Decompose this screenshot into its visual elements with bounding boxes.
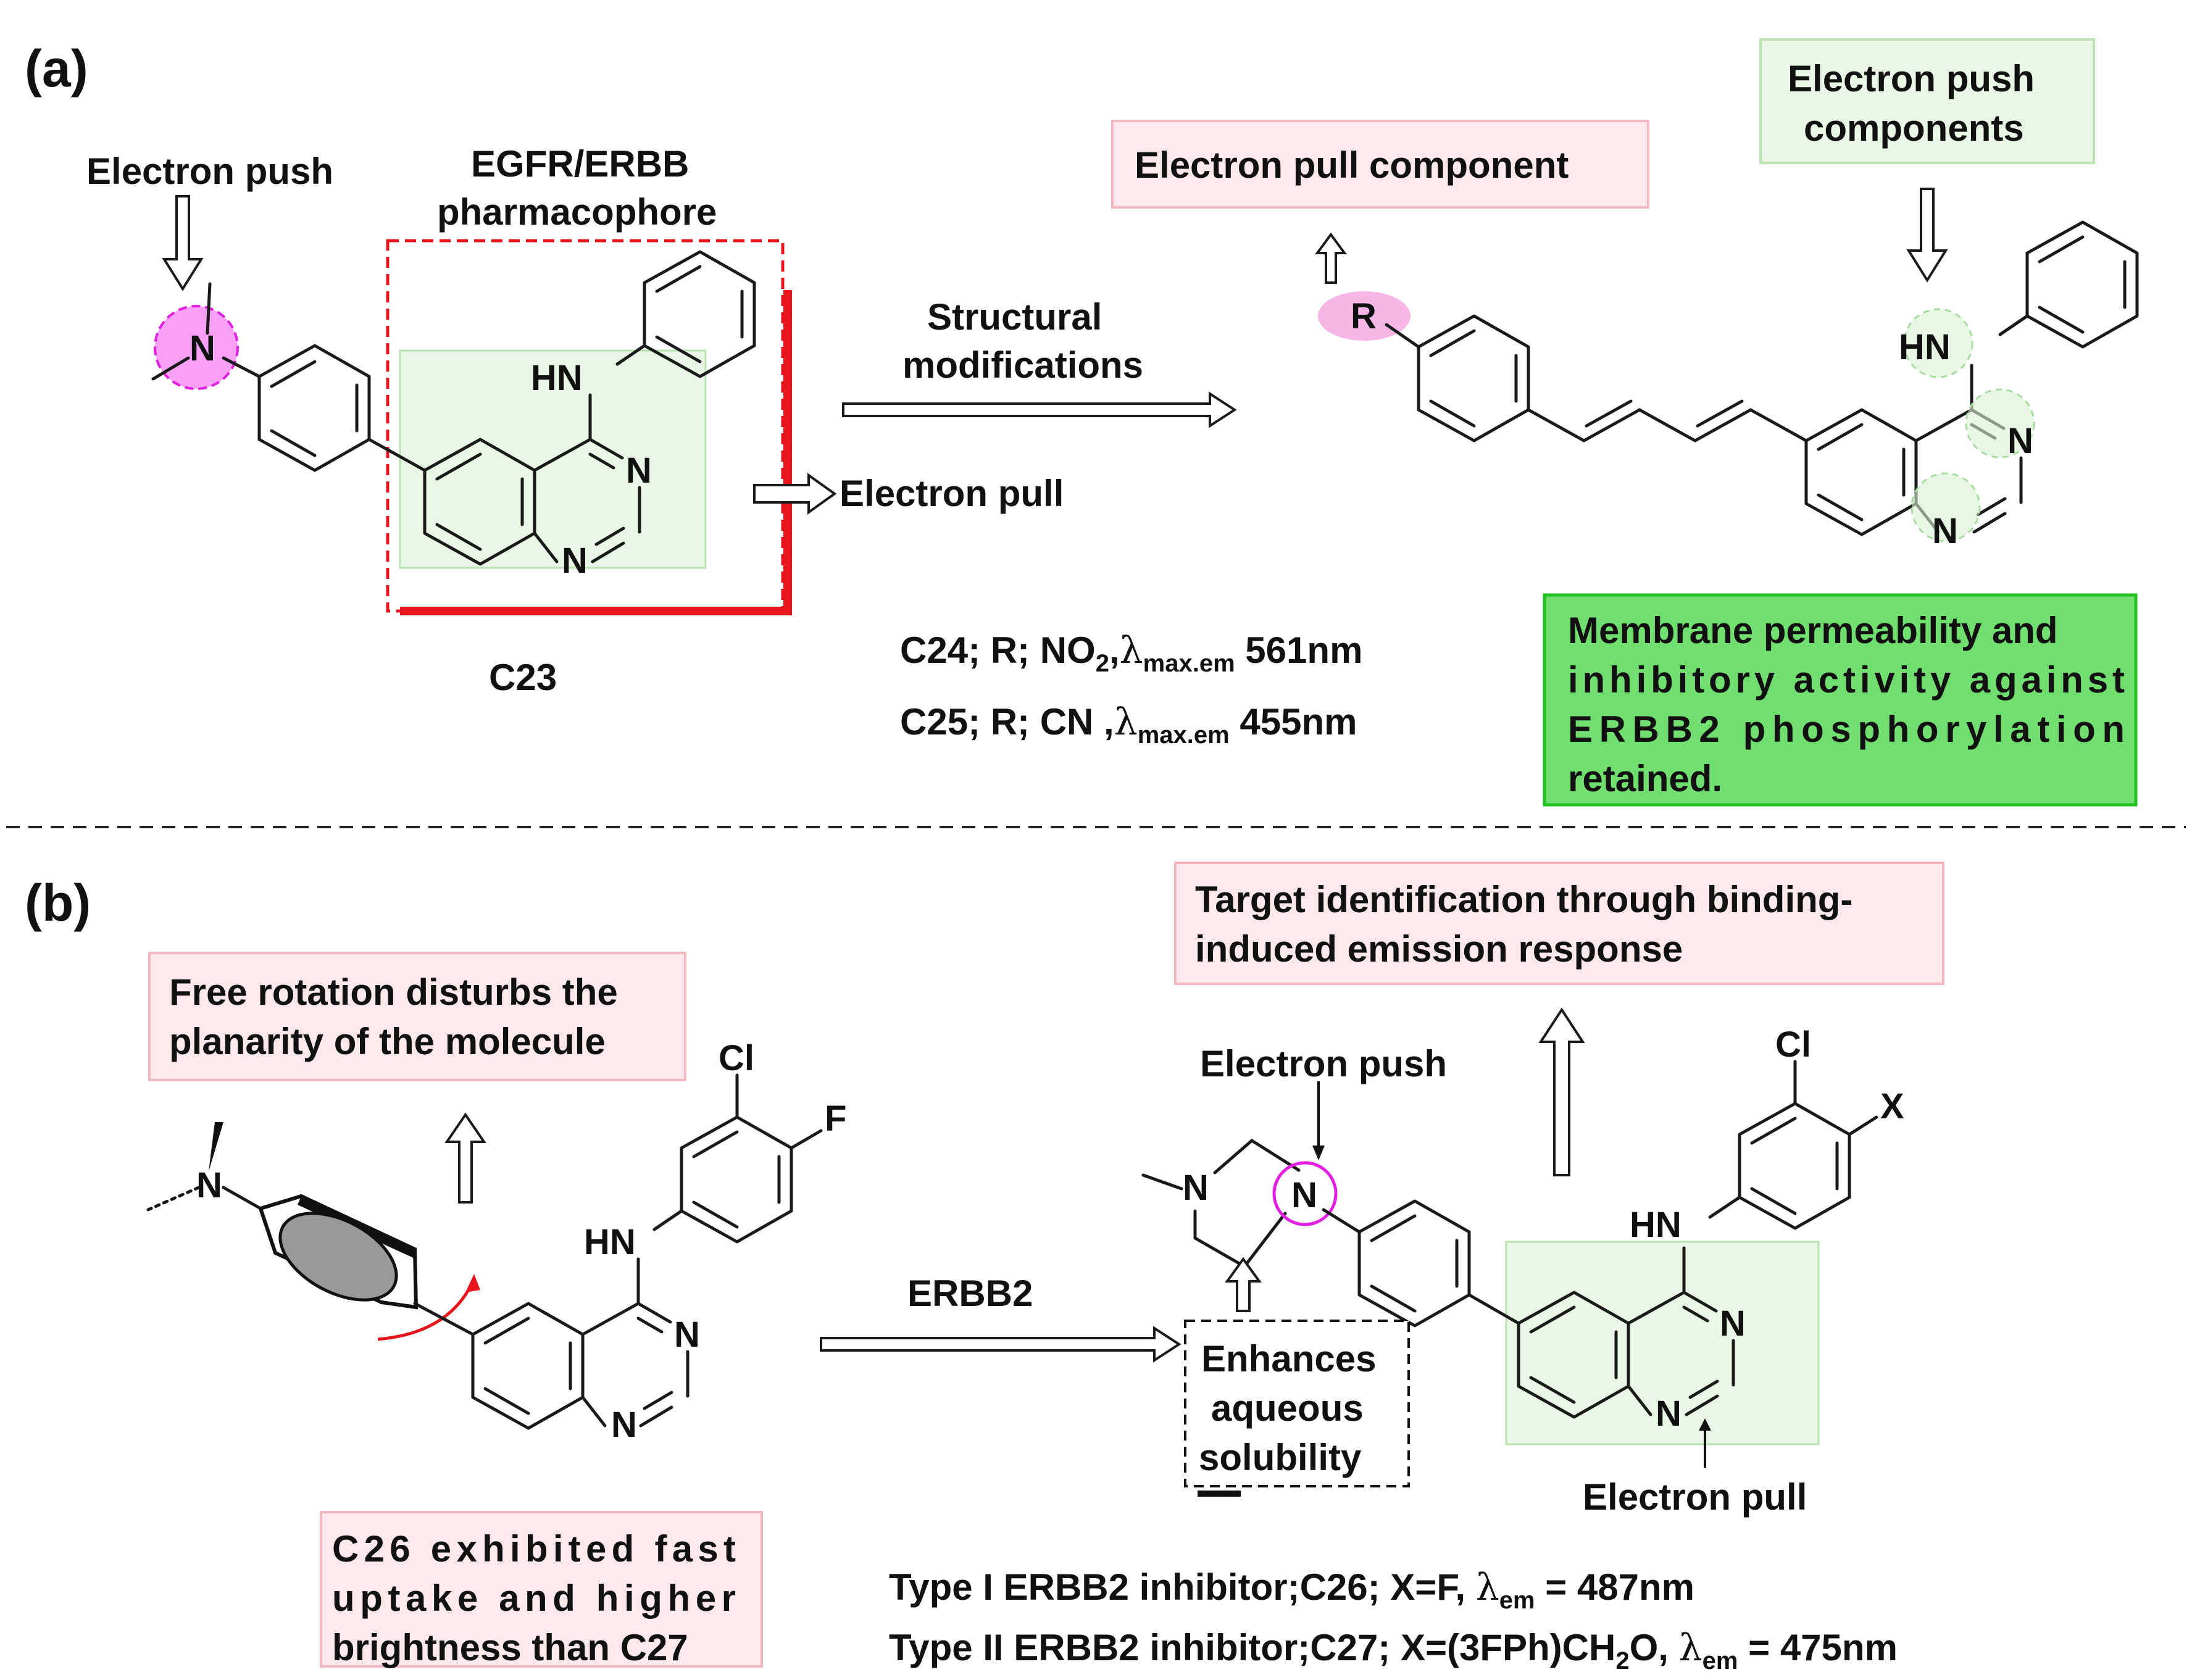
electron-push-components-line2: components xyxy=(1804,107,2024,149)
c26-atom-hn: HN xyxy=(584,1222,636,1262)
structural-label-line2: modifications xyxy=(902,344,1143,386)
tilted-phenyl-pi-cloud xyxy=(278,1212,398,1302)
rotation-arrowhead xyxy=(465,1274,480,1292)
c23-atom-n1: N xyxy=(626,451,652,491)
c27-atom-n3: N xyxy=(1656,1394,1682,1434)
target-identification-line1: Target identification through binding- xyxy=(1195,879,1852,920)
c24-atom-n3: N xyxy=(1932,511,1958,551)
electron-push-arrow xyxy=(162,195,204,291)
c26-atom-n3: N xyxy=(611,1405,637,1445)
c24-atom-n1: N xyxy=(2007,421,2033,461)
c26-atom-f: F xyxy=(825,1099,846,1139)
c26-molecule: N Cl F HN N N xyxy=(146,1038,846,1445)
c27-atom-n1: N xyxy=(1720,1304,1746,1344)
target-identification-box xyxy=(1174,862,1944,985)
membrane-permeability-box xyxy=(1543,593,2138,807)
erbb2-arrow xyxy=(820,1326,1181,1363)
dimethylamino-highlight xyxy=(154,305,239,390)
c26-note-line-2: uptake and higher xyxy=(332,1578,736,1619)
pharmacophore-red-bracket xyxy=(400,290,792,615)
pharmacophore-label-line2: pharmacophore xyxy=(437,191,717,233)
c23-electron-push-label: Electron push xyxy=(86,151,333,192)
c23-compound-id: C23 xyxy=(489,657,557,698)
c26-atom-n: N xyxy=(196,1165,222,1205)
wedge-bond-up xyxy=(209,1122,223,1171)
type-ii-line: Type II ERBB2 inhibitor;C27; X=(3FPh)CH2… xyxy=(889,1626,1898,1674)
free-rotation-box xyxy=(148,952,686,1081)
c25-data-line: C25; R; CN ,λmax.em 455nm xyxy=(900,701,1357,749)
c27-atom-cl: Cl xyxy=(1775,1025,1811,1065)
c23-atom-n3: N xyxy=(562,541,588,581)
c24-atom-hn: HN xyxy=(1899,327,1951,367)
structural-modification-arrow xyxy=(842,391,1237,428)
free-rotation-line2: planarity of the molecule xyxy=(169,1021,606,1062)
pull-pointer-head xyxy=(1699,1418,1711,1431)
c26-note-line-3: brightness than C27 xyxy=(332,1627,688,1668)
r-group-highlight xyxy=(1318,291,1411,341)
pharmacophore-dashed-box xyxy=(386,239,785,613)
structural-label-line1: Structural xyxy=(927,296,1102,338)
pharmacophore-label-line1: EGFR/ERBB xyxy=(471,143,689,185)
c27-molecule: N N Cl X HN N N xyxy=(1141,1025,1904,1468)
quinazoline-highlight xyxy=(1505,1241,1820,1445)
n3-donor-highlight xyxy=(1911,472,1981,543)
push-components-down-arrow xyxy=(1906,188,1948,283)
c23-electron-pull-label: Electron pull xyxy=(840,473,1064,514)
c27-atom-n-methyl: N xyxy=(1183,1168,1209,1208)
type-i-line: Type I ERBB2 inhibitor;C26; X=F, λem = 4… xyxy=(889,1566,1694,1614)
membrane-note-line-3: ERBB2 phosphorylation xyxy=(1568,709,2125,750)
free-rotation-up-arrow xyxy=(444,1112,486,1204)
c26-note-line-1: C26 exhibited fast xyxy=(332,1528,736,1570)
electron-pull-component-label: Electron pull component xyxy=(1135,144,1569,186)
hn-donor-highlight xyxy=(1903,308,1973,378)
membrane-note-line-1: Membrane permeability and xyxy=(1568,610,2058,651)
c26-atom-cl: Cl xyxy=(719,1038,754,1078)
target-identification-up-arrow xyxy=(1538,1007,1585,1176)
electron-pull-arrow xyxy=(753,473,837,515)
membrane-note-line-2: inhibitory activity against xyxy=(1568,659,2125,701)
piperazine-n-highlight xyxy=(1272,1161,1338,1226)
r-group: R xyxy=(1351,296,1377,336)
panel-a-label: (a) xyxy=(25,40,88,98)
c23-atom-hn: HN xyxy=(531,358,583,398)
solubility-line-1: Enhances xyxy=(1201,1338,1376,1379)
c27-electron-pull-label: Electron pull xyxy=(1583,1476,1807,1518)
c26-atom-n1: N xyxy=(674,1315,700,1355)
membrane-note-line-4: retained. xyxy=(1568,758,1722,799)
n1-donor-highlight xyxy=(1965,388,2035,459)
electron-push-components-box xyxy=(1759,38,2095,164)
solubility-line-3: solubility xyxy=(1199,1437,1362,1478)
push-pointer-head xyxy=(1312,1146,1325,1160)
solubility-up-arrow xyxy=(1225,1257,1262,1312)
c27-atom-n-piperazine: N xyxy=(1291,1175,1317,1215)
solubility-box xyxy=(1184,1320,1410,1487)
panel-b-label: (b) xyxy=(25,874,91,932)
erbb2-label: ERBB2 xyxy=(907,1273,1033,1314)
target-identification-line2: induced emission response xyxy=(1195,928,1683,970)
c23-molecule: N HN N N xyxy=(151,195,792,615)
r-group-up-arrow xyxy=(1315,232,1347,284)
c23-atom-n-dimethyl: N xyxy=(190,328,215,368)
electron-push-components-line1: Electron push xyxy=(1788,58,2035,99)
c27-atom-hn: HN xyxy=(1630,1205,1682,1245)
free-rotation-line1: Free rotation disturbs the xyxy=(169,971,618,1013)
c26-note-box xyxy=(320,1511,763,1668)
electron-pull-component-box xyxy=(1111,120,1649,209)
c27-electron-push-label: Electron push xyxy=(1200,1043,1447,1084)
c27-atom-x: X xyxy=(1880,1086,1904,1126)
c24-c25-molecule: R HN N N xyxy=(1318,220,2139,551)
c24-data-line: C24; R; NO2,λmax.em 561nm xyxy=(900,629,1362,677)
solubility-line-2: aqueous xyxy=(1211,1387,1364,1429)
